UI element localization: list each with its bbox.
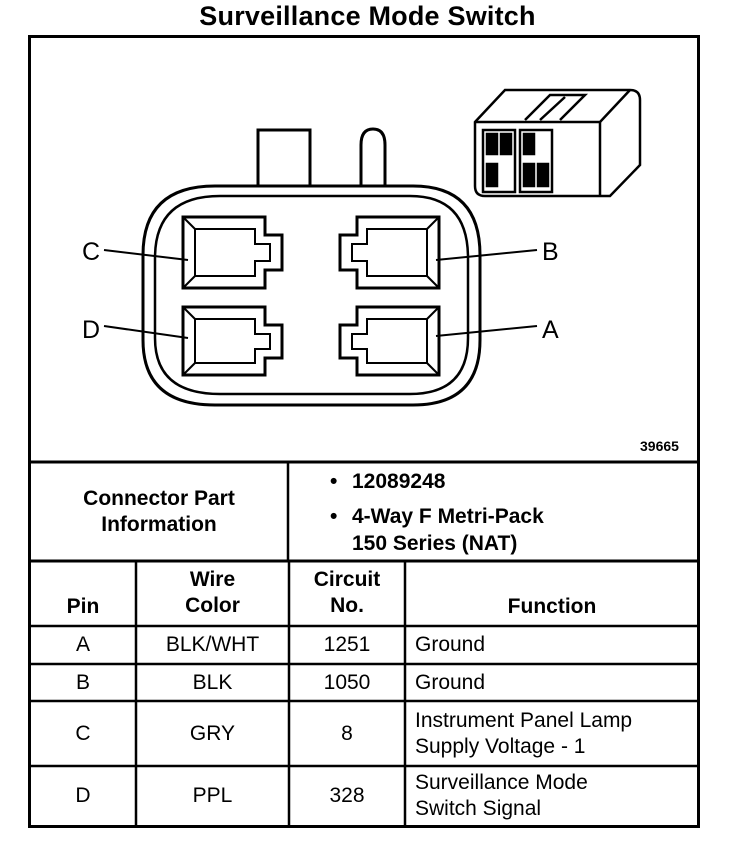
pin-callout-c: C [82,238,100,266]
row-c-wire-color: GRY [189,721,236,745]
connector-face [141,127,482,407]
diagram-title: Surveillance Mode Switch [199,1,536,31]
row-b-function: Ground [415,670,486,694]
row-c-function: Instrument Panel Lamp Supply Voltage - 1 [415,708,633,758]
connector-info-label: Connector Part Information [83,487,235,536]
pin-callout-b: B [542,238,559,266]
outer-frame [28,35,700,828]
header-pin: Pin [66,595,100,618]
header-circuit-no: Circuit No. [313,568,381,617]
connector-series: 150 Series (NAT) [352,532,518,555]
row-d-pin: D [75,784,91,807]
bullet-icon: • [330,505,338,528]
cavity-d [181,305,284,377]
cavity-c [181,215,284,290]
row-b-pin: B [75,670,90,694]
row-a-function: Ground [415,633,486,656]
pin-callout-d: D [82,316,100,344]
row-d-wire-color: PPL [192,784,233,807]
connector-type-bullet: • 4-Way F Metri-Pack [330,503,544,530]
connector-housing-outer [141,184,482,407]
row-d-circuit: 328 [329,784,365,807]
connector-3d-sketch [473,88,642,198]
row-a-circuit: 1251 [323,633,371,656]
row-b-wire-color: BLK [192,670,233,694]
cavity-a [338,305,441,377]
connector-type: 4-Way F Metri-Pack [352,505,544,528]
row-a-pin: A [75,633,90,656]
row-b-circuit: 1050 [323,670,371,694]
row-d-function: Surveillance Mode Switch Signal [415,771,588,820]
part-number: 12089248 [352,470,446,493]
header-function: Function [507,595,597,618]
bullet-icon: • [330,470,338,493]
connector-latch-tab [256,128,312,186]
header-wire-color: Wire Color [185,568,240,617]
connector-housing-inner [153,194,470,396]
figure-number: 39665 [640,438,679,454]
part-number-bullet: • 12089248 [330,468,445,495]
row-a-wire-color: BLK/WHT [165,633,260,656]
connector-peg [359,127,387,186]
cavity-b [338,215,441,290]
row-c-pin: C [75,721,91,745]
callout-leaders [103,249,538,339]
row-c-circuit: 8 [341,721,353,745]
pin-callout-a: A [542,316,559,344]
